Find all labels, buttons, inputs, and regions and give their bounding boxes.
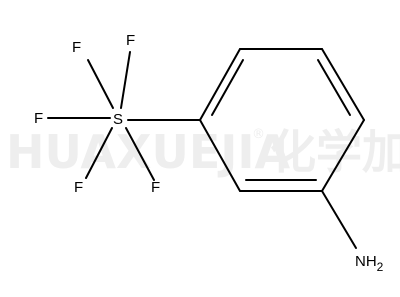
atom-f-top-right: F — [126, 32, 135, 49]
atom-f-bottom-right: F — [151, 179, 160, 196]
atom-nitrogen: NH2 — [355, 253, 384, 274]
bond-s-f5 — [125, 127, 155, 181]
amine-label: NH — [355, 253, 377, 270]
amine-subscript: 2 — [377, 260, 384, 274]
atom-f-top-left: F — [72, 39, 81, 56]
watermark-registered: ® — [252, 127, 265, 142]
substituent-bonds — [47, 51, 357, 249]
ring-bond-2 — [321, 48, 365, 121]
atom-f-bottom-left: F — [74, 179, 83, 196]
bond-ring-n — [321, 190, 357, 249]
atom-labels: F F F F F S NH2 — [34, 32, 384, 274]
ring-double-bond-2 — [317, 59, 351, 116]
ring-double-bond-1 — [211, 59, 244, 116]
bond-s-f1 — [87, 59, 114, 109]
ring-bond-3 — [321, 119, 365, 192]
ring-bond-5 — [199, 119, 241, 192]
benzene-ring — [199, 48, 365, 192]
atom-sulfur: S — [113, 111, 123, 128]
atom-f-left: F — [34, 110, 43, 127]
bond-s-f2 — [120, 51, 131, 109]
watermark: HUAXUEJIA ® 化学加 — [6, 125, 400, 179]
bond-s-f4 — [85, 127, 113, 179]
ring-bond-6 — [199, 48, 241, 121]
